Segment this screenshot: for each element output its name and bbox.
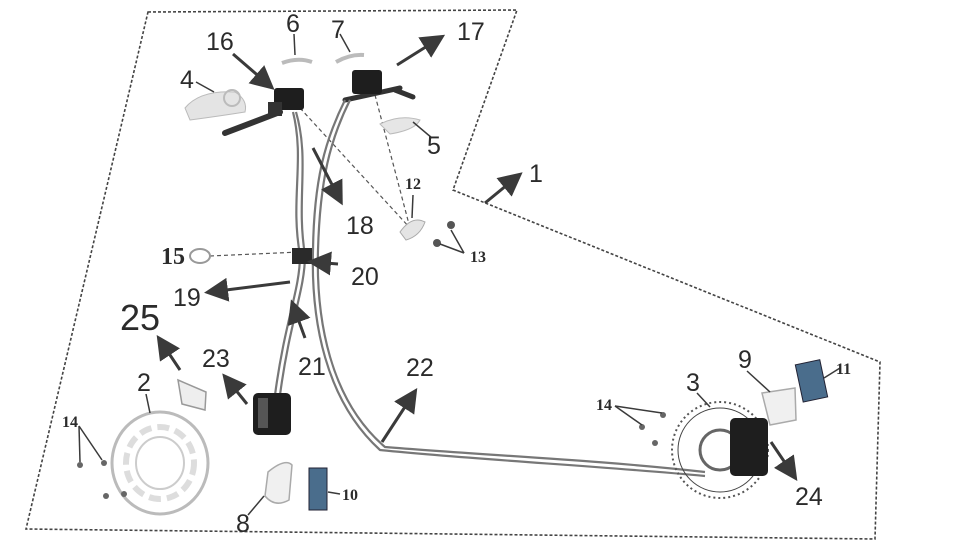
callout-9: 9 xyxy=(738,346,752,374)
front-caliper xyxy=(253,393,291,435)
callout-4: 4 xyxy=(180,66,194,94)
callout-18: 18 xyxy=(346,212,374,240)
callout-21: 21 xyxy=(298,353,326,381)
hose-junction xyxy=(292,248,312,264)
front-disc-bolts xyxy=(77,460,127,499)
callout-20: 20 xyxy=(351,263,379,291)
callout-24: 24 xyxy=(795,483,823,511)
brake-hoses xyxy=(273,99,706,478)
callout-3: 3 xyxy=(686,369,700,397)
part-12-bracket xyxy=(399,219,426,241)
callout-5: 5 xyxy=(427,132,441,160)
rear-caliper xyxy=(730,418,768,476)
front-brake-disc xyxy=(110,410,210,516)
callout-16: 16 xyxy=(206,28,234,56)
assembly-boundary xyxy=(24,9,881,540)
reference-lines xyxy=(209,94,411,257)
part-13-bolts xyxy=(433,221,455,247)
callout-6: 6 xyxy=(286,10,300,38)
callout-14-front: 14 xyxy=(62,414,78,431)
callout-22: 22 xyxy=(406,354,434,382)
part-15-fitting xyxy=(189,248,211,264)
callout-7: 7 xyxy=(331,16,345,44)
part-8-pad xyxy=(264,461,293,504)
rear-disc-bolts xyxy=(639,412,666,446)
part-10-shim xyxy=(308,467,328,511)
part-7-clip xyxy=(335,52,365,64)
callout-14-rear: 14 xyxy=(596,397,612,414)
callout-8: 8 xyxy=(236,510,250,538)
part-25-bracket xyxy=(177,378,207,411)
callout-10: 10 xyxy=(342,487,358,504)
part-11-shim xyxy=(794,359,829,403)
callout-15: 15 xyxy=(161,244,185,270)
callout-25: 25 xyxy=(120,297,160,338)
callout-11: 11 xyxy=(836,361,851,378)
callout-1: 1 xyxy=(529,160,543,188)
right-master-cylinder xyxy=(342,70,421,135)
callout-12: 12 xyxy=(405,176,421,193)
left-brake-lever xyxy=(184,88,304,136)
callout-23: 23 xyxy=(202,345,230,373)
callout-13: 13 xyxy=(470,249,486,266)
callout-19: 19 xyxy=(173,284,201,312)
callout-17: 17 xyxy=(457,18,485,46)
part-9-pad xyxy=(761,387,797,426)
leader-arrows xyxy=(156,34,798,481)
part-6-clip xyxy=(281,57,313,65)
callout-2: 2 xyxy=(137,369,151,397)
leader-lines xyxy=(78,33,841,516)
